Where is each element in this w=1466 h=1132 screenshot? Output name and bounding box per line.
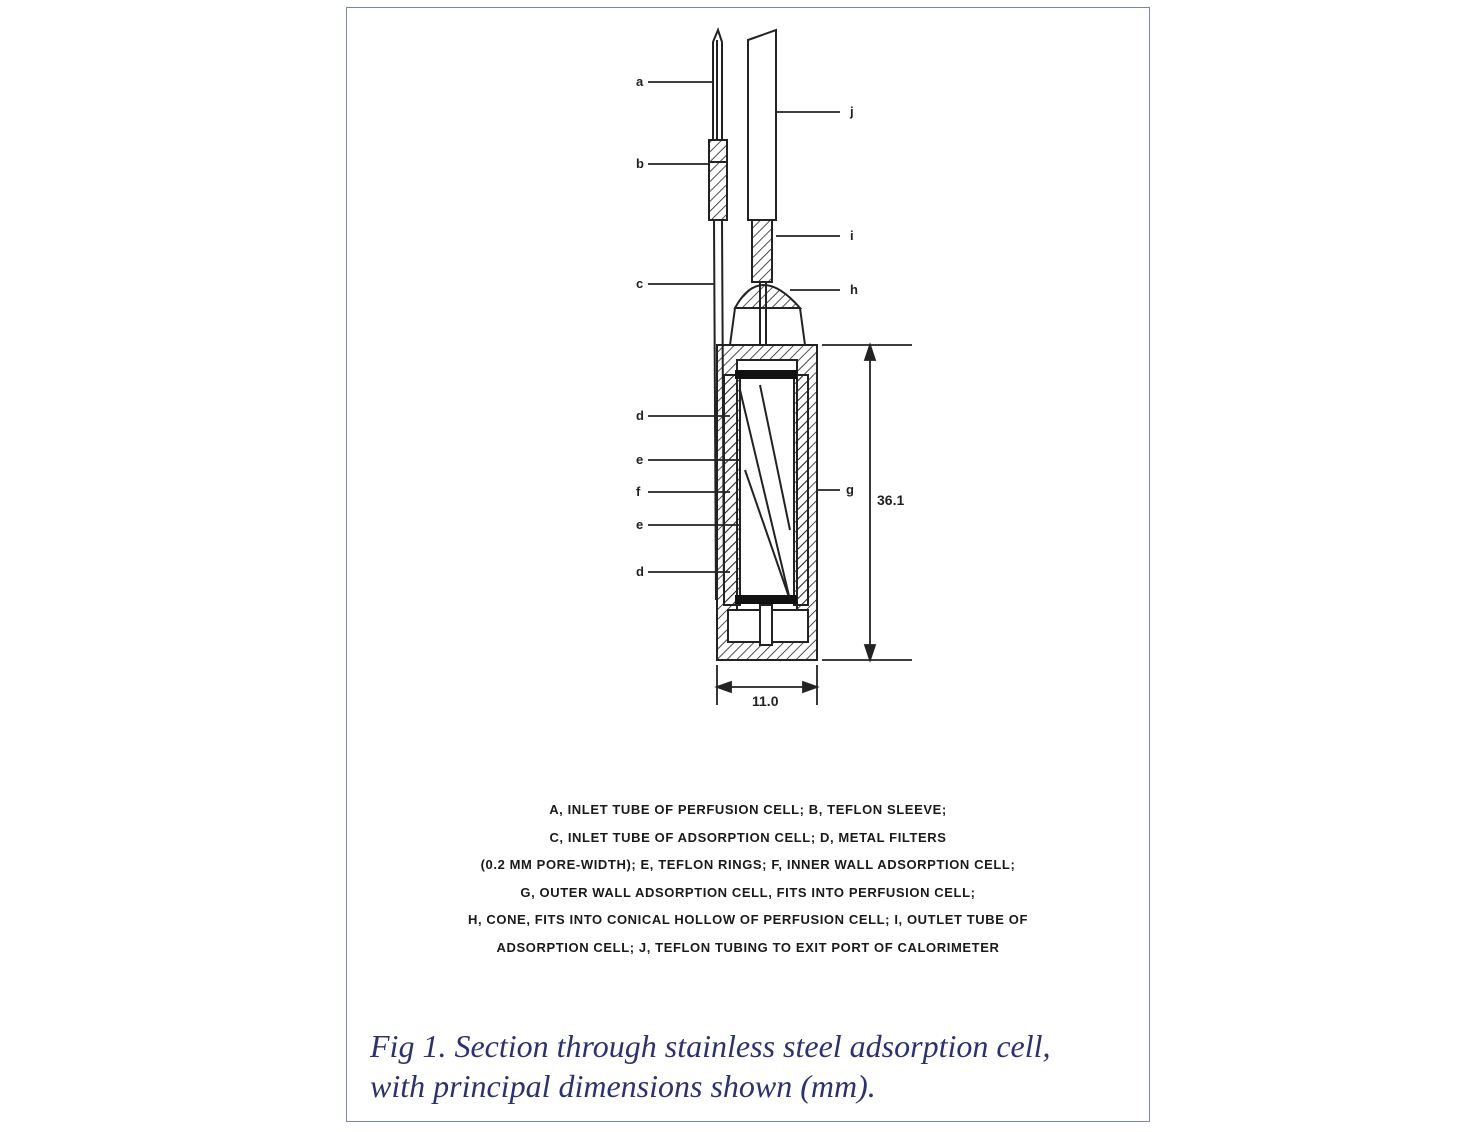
- metal-filters-d: [735, 370, 797, 604]
- inlet-tube-a: [712, 27, 723, 141]
- legend-line: a, INLET TUBE OF PERFUSION CELL; b, TEFL…: [549, 802, 947, 817]
- dimension-width-value: 11.0: [752, 693, 779, 709]
- label-b: b: [636, 156, 644, 171]
- figure-caption: Fig 1. Section through stainless steel a…: [370, 1026, 1140, 1106]
- outlet-tube-i: [747, 28, 777, 221]
- cone-h: [728, 284, 807, 346]
- label-f: f: [636, 484, 641, 499]
- legend-line: ADSORPTION CELL; j, TEFLON TUBING TO EXI…: [496, 939, 1000, 955]
- label-e-bottom: e: [636, 517, 643, 532]
- label-e-top: e: [636, 452, 643, 467]
- label-a: a: [636, 74, 644, 89]
- legend-line: g, OUTER WALL ADSORPTION CELL, FITS INTO…: [520, 884, 976, 900]
- part-labels: a b c d e f e d j i h g: [636, 74, 858, 579]
- caption-line: with principal dimensions shown (mm).: [370, 1068, 876, 1104]
- label-d-top: d: [636, 408, 644, 423]
- inner-wall-f: [723, 374, 809, 606]
- dimension-height: [822, 342, 912, 663]
- caption-line: Fig 1. Section through stainless steel a…: [370, 1028, 1051, 1064]
- legend-line: h, CONE, FITS INTO CONICAL HOLLOW OF PER…: [467, 912, 1029, 927]
- teflon-sleeve-b: [708, 139, 728, 221]
- label-d-bottom: d: [636, 564, 644, 579]
- legend-line: (0.2 μm PORE-WIDTH); e, TEFLON RINGS; f,…: [480, 857, 1016, 872]
- label-h: h: [850, 282, 858, 297]
- label-j: j: [849, 104, 854, 119]
- legend-line: c, INLET TUBE OF ADSORPTION CELL; d, MET…: [549, 829, 947, 845]
- label-i: i: [850, 228, 854, 243]
- label-c: c: [636, 276, 643, 291]
- leader-lines: [648, 81, 840, 573]
- label-g: g: [846, 482, 854, 497]
- dimension-width: [714, 665, 820, 705]
- figure-legend: a, INLET TUBE OF PERFUSION CELL; b, TEFL…: [350, 796, 1146, 961]
- teflon-tubing-j: [751, 219, 773, 345]
- dimension-height-value: 36.1: [877, 492, 904, 508]
